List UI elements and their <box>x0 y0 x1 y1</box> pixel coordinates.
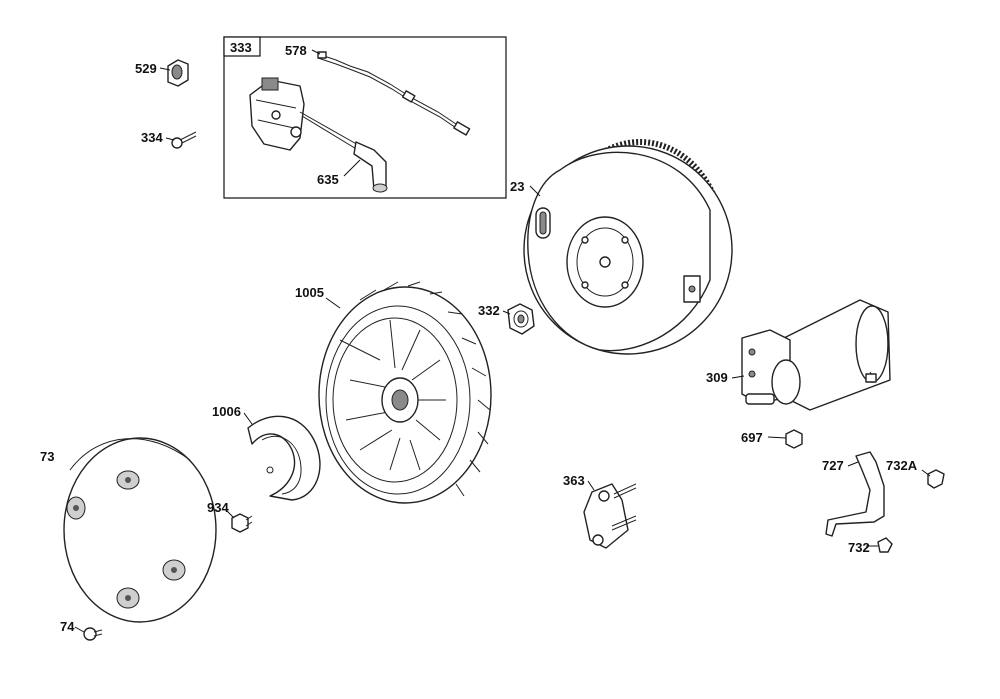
armature-363 <box>583 483 637 549</box>
callout-635: 635 <box>317 172 339 187</box>
callout-578: 578 <box>285 43 307 58</box>
callout-309: 309 <box>706 370 728 385</box>
callout-74: 74 <box>60 619 75 634</box>
callout-363: 363 <box>563 473 585 488</box>
bolt-934 <box>231 513 253 533</box>
nut-732 <box>877 537 893 553</box>
rotating-screen-73 <box>63 437 217 623</box>
callout-529: 529 <box>135 61 157 76</box>
ignition-module-inset <box>223 36 507 199</box>
screen-1006 <box>247 415 321 501</box>
screw-697 <box>785 429 803 449</box>
nut-332 <box>507 303 535 335</box>
flywheel-23 <box>523 139 733 355</box>
spark-plug-boot-635 <box>353 141 388 193</box>
starter-motor-309 <box>741 299 891 411</box>
callout-727: 727 <box>822 458 844 473</box>
callout-334: 334 <box>141 130 163 145</box>
callout-332: 332 <box>478 303 500 318</box>
screw-732a <box>927 469 945 489</box>
screw-334 <box>171 131 197 149</box>
leader-lines <box>74 49 931 633</box>
callout-697: 697 <box>741 430 763 445</box>
ground-wire-578 <box>317 51 471 136</box>
screw-74 <box>83 627 103 641</box>
callout-73: 73 <box>40 449 54 464</box>
grommet-529 <box>167 59 189 87</box>
callout-732: 732 <box>848 540 870 555</box>
bracket-727 <box>825 451 885 537</box>
callout-934: 934 <box>207 500 229 515</box>
callout-1006: 1006 <box>212 404 241 419</box>
fan-1005 <box>318 281 492 504</box>
callout-732a: 732A <box>886 458 918 473</box>
callout-333: 333 <box>230 40 252 55</box>
callout-1005: 1005 <box>295 285 324 300</box>
ignition-coil <box>249 77 388 193</box>
callout-23: 23 <box>510 179 524 194</box>
